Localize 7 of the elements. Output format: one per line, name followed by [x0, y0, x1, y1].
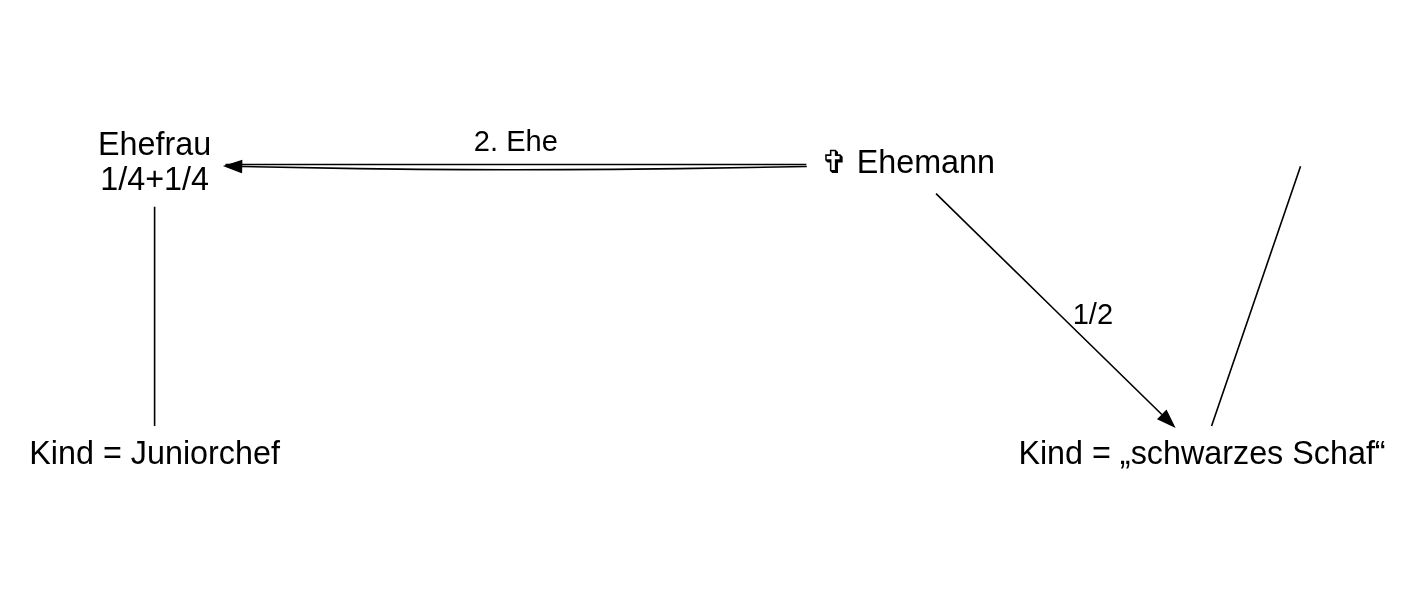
node-text: Kind = Juniorchef — [29, 434, 280, 471]
node-text: Ehefrau — [98, 125, 212, 162]
edge-label: 2. Ehe — [473, 124, 558, 157]
node-text: Kind = „schwarzes Schaf“ — [1018, 434, 1386, 471]
edge-label: 1/2 — [1072, 297, 1114, 330]
node-text: ✞ Ehemann — [820, 143, 995, 180]
node-label: 1/4+1/4 — [100, 161, 209, 198]
